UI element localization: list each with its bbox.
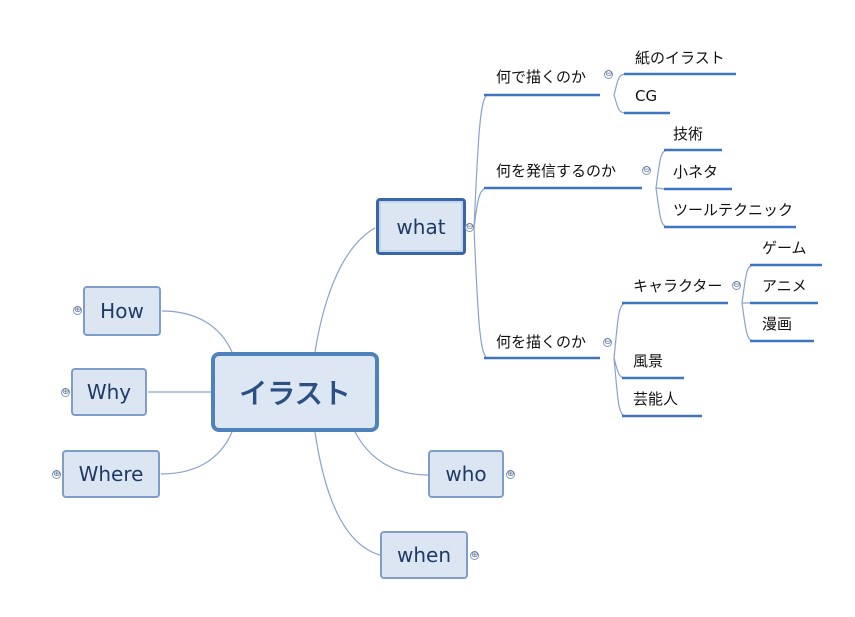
subtopic-character[interactable]: キャラクター	[633, 277, 723, 295]
connector-hasshin-tool	[655, 187, 669, 228]
connector-hasshin-gijutsu	[655, 149, 669, 189]
collapse-what-icon[interactable]: ⊖	[465, 222, 474, 232]
connector-central-when	[314, 431, 381, 556]
expand-where-icon[interactable]: ⊕	[52, 469, 61, 479]
topic-when-label: when	[396, 543, 451, 567]
leaf-cg[interactable]: CG	[635, 87, 658, 105]
leaf-gijutsu[interactable]: 技術	[673, 125, 704, 143]
topic-what-label: what	[396, 214, 446, 239]
leaf-koneta[interactable]: 小ネタ	[673, 163, 719, 181]
leaf-tool-technique[interactable]: ツールテクニック	[673, 201, 794, 219]
topic-why[interactable]: Why	[71, 368, 147, 416]
collapse-nanioegaku-icon[interactable]: ⊖	[603, 337, 612, 347]
topic-where[interactable]: Where	[62, 450, 160, 498]
connector-character-manga	[741, 302, 755, 342]
connector-nanide-kami	[613, 73, 627, 96]
connector-central-how	[161, 310, 233, 353]
expand-who-icon[interactable]: ⊕	[506, 469, 515, 479]
leaf-manga[interactable]: 漫画	[762, 315, 793, 333]
connector-character-game	[741, 264, 755, 304]
collapse-hasshin-icon[interactable]: ⊖	[642, 165, 651, 175]
subtopic-nanide[interactable]: 何で描くのか	[496, 68, 587, 86]
subtopic-hasshin[interactable]: 何を発信するのか	[496, 162, 617, 180]
leaf-geinoujin[interactable]: 芸能人	[633, 390, 679, 408]
topic-why-label: Why	[86, 380, 132, 404]
topic-what[interactable]: what	[376, 198, 466, 255]
connector-nanioegaku-character	[613, 302, 627, 359]
connector-nanide-cg	[613, 94, 627, 114]
expand-how-icon[interactable]: ⊕	[73, 305, 82, 315]
leaf-fukei[interactable]: 風景	[633, 352, 664, 370]
topic-when[interactable]: when	[380, 531, 468, 579]
topic-how-label: How	[100, 299, 144, 323]
connector-central-what	[314, 227, 376, 353]
expand-why-icon[interactable]: ⊕	[61, 387, 70, 397]
subtopic-nanioegaku[interactable]: 何を描くのか	[496, 333, 587, 351]
central-topic[interactable]: イラスト	[211, 352, 379, 432]
collapse-character-icon[interactable]: ⊖	[732, 280, 741, 290]
leaf-game[interactable]: ゲーム	[762, 239, 807, 257]
topic-who-label: who	[445, 462, 487, 486]
expand-when-icon[interactable]: ⊕	[470, 550, 479, 560]
collapse-nanide-icon[interactable]: ⊖	[604, 69, 613, 79]
leaf-anime[interactable]: アニメ	[762, 277, 807, 295]
connector-what-nanioegaku	[473, 227, 489, 359]
connector-what-nanide	[473, 94, 489, 229]
topic-who[interactable]: who	[428, 450, 504, 498]
connector-central-where	[160, 431, 233, 475]
leaf-kami-no-illust[interactable]: 紙のイラスト	[635, 49, 725, 67]
topic-where-label: Where	[78, 462, 144, 486]
connector-central-who	[354, 431, 429, 476]
central-topic-label: イラスト	[239, 377, 351, 410]
topic-how[interactable]: How	[83, 286, 161, 336]
